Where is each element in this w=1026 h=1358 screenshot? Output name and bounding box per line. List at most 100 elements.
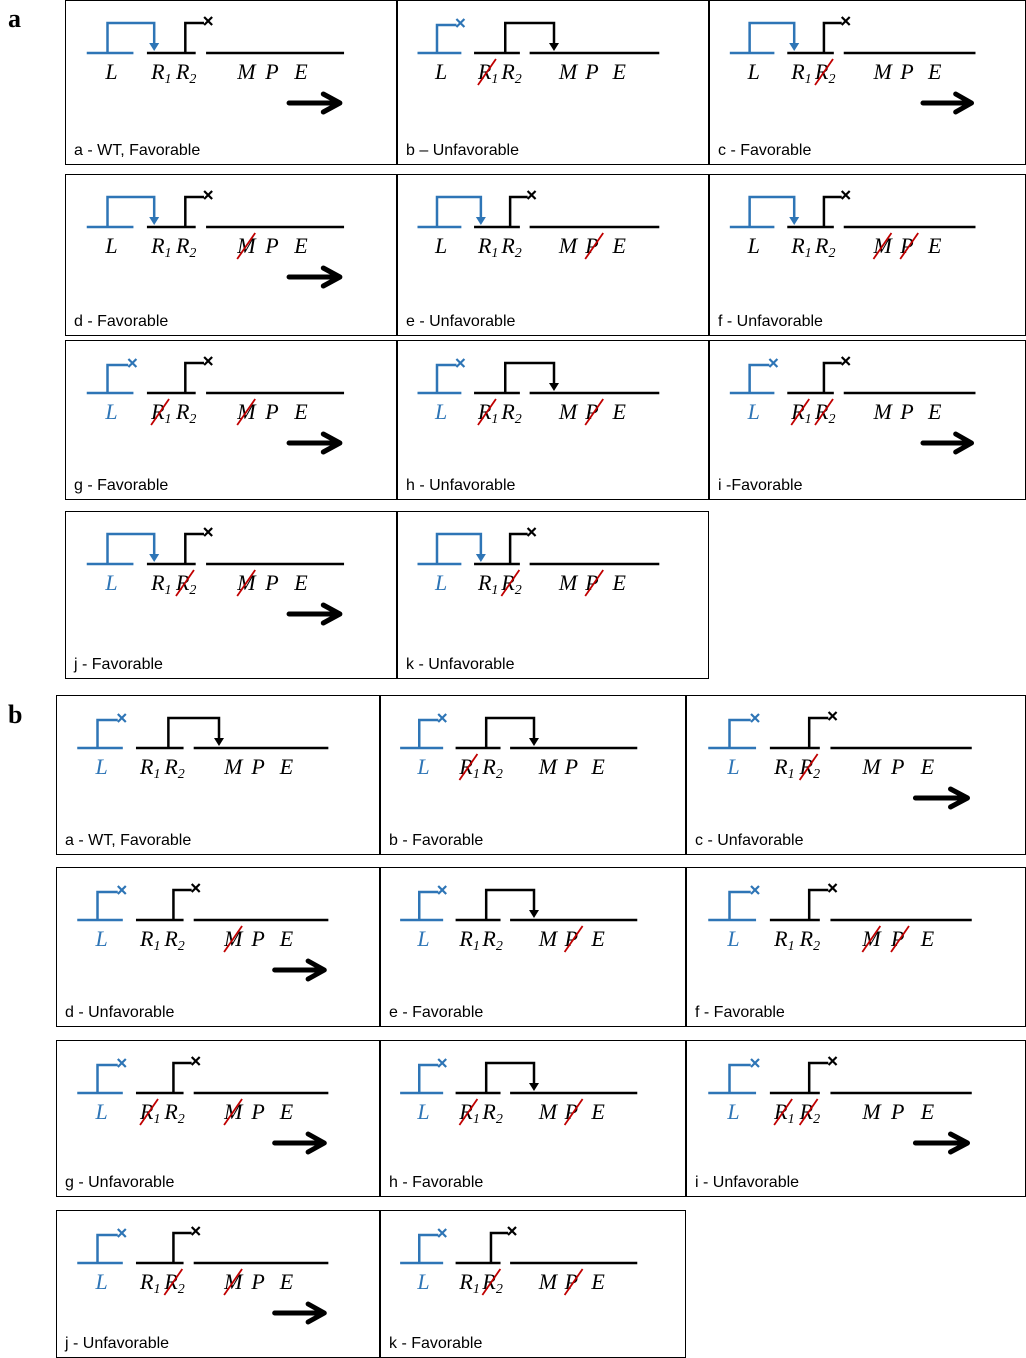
panel-a-8-l-promoter-blocked bbox=[748, 363, 770, 393]
panel-caption: e - Unfavorable bbox=[406, 313, 516, 330]
panel-b-9-gene-label-r1: R1 bbox=[139, 1269, 160, 1297]
panel-a-9-r2-promoter-blocked bbox=[184, 532, 204, 564]
panel-a-2-gene-label-m: M bbox=[872, 59, 893, 84]
panel-b-0-gene-label-l: L bbox=[94, 754, 107, 779]
panel-a-5-r2-block-icon bbox=[840, 190, 851, 200]
panel-a-2-l-arrowhead bbox=[789, 43, 800, 51]
panel-caption: c - Favorable bbox=[718, 142, 812, 159]
panel-a-0-l-promoter-arrow bbox=[106, 21, 156, 53]
panel-b-7-r2-arrowhead bbox=[529, 1083, 539, 1091]
panel-b-1-gene-label-l: L bbox=[416, 754, 429, 779]
panel-b-9-l-promoter-blocked bbox=[96, 1233, 118, 1263]
panel-a-9-gene-label-p: P bbox=[264, 570, 278, 595]
panel-a-6-deletion-mark-m bbox=[236, 398, 256, 426]
panel-b-8-deletion-mark-r1 bbox=[773, 1098, 793, 1126]
panel-b-2-r2-block-icon bbox=[827, 711, 838, 721]
panel-a-1-l-block-icon bbox=[455, 18, 466, 28]
panel-a-0-expression-arrow bbox=[286, 91, 343, 115]
panel-a-2-r2-block-icon bbox=[840, 16, 851, 26]
panel-a-5: LR1R2MPEf - Unfavorable bbox=[709, 174, 1026, 336]
panel-a-8-expression-arrow bbox=[920, 431, 975, 455]
panel-a-1-gene-label-m: M bbox=[558, 59, 579, 84]
panel-a-6: LR1R2MPEg - Favorable bbox=[65, 340, 397, 500]
panel-b-0-gene-label-m: M bbox=[223, 754, 244, 779]
panel-b-5-r2-block-icon bbox=[827, 883, 838, 893]
panel-b-6-expression-arrow bbox=[272, 1131, 327, 1155]
panel-a-4-deletion-mark-p bbox=[584, 232, 604, 260]
panel-a-1-l-promoter-blocked bbox=[435, 23, 457, 53]
panel-a-8-l-block-icon bbox=[768, 358, 779, 368]
panel-b-8-gene-label-l: L bbox=[726, 1099, 739, 1124]
panel-b-9-deletion-mark-m bbox=[223, 1268, 243, 1296]
panel-b-8-l-block-icon bbox=[750, 1058, 760, 1068]
panel-b-8-gene-label-e: E bbox=[920, 1099, 935, 1124]
panel-a-10-r2-promoter-blocked bbox=[508, 532, 528, 564]
panel-a-8-r2-promoter-blocked bbox=[822, 361, 842, 393]
panel-b-10-r2-promoter-blocked bbox=[489, 1231, 509, 1263]
panel-caption: e - Favorable bbox=[389, 1004, 484, 1021]
panel-b-10-gene-label-e: E bbox=[590, 1269, 605, 1294]
panel-b-6: LR1R2MPEg - Unfavorable bbox=[56, 1040, 380, 1197]
panel-b-9-r2-promoter-blocked bbox=[172, 1231, 192, 1263]
panel-caption: d - Unfavorable bbox=[65, 1004, 175, 1021]
panel-a-10-gene-label-r1: R1 bbox=[477, 570, 498, 598]
panel-b-4-gene-label-r2: R2 bbox=[481, 926, 502, 954]
panel-b-8-gene-label-m: M bbox=[861, 1099, 882, 1124]
panel-a-9: LR1R2MPEj - Favorable bbox=[65, 511, 397, 679]
panel-b-7-gene-label-l: L bbox=[416, 1099, 429, 1124]
panel-b-5-gene-label-r1: R1 bbox=[773, 926, 794, 954]
panel-b-4-l-promoter-blocked bbox=[418, 890, 439, 920]
panel-a-4-gene-label-e: E bbox=[612, 233, 627, 258]
panel-b-5-gene-label-p: P bbox=[890, 926, 904, 951]
panel-a-4-gene-label-r1: R1 bbox=[477, 233, 498, 261]
panel-caption: f - Favorable bbox=[695, 1004, 785, 1021]
panel-b-5-r2-promoter-blocked bbox=[807, 888, 829, 920]
panel-a-1-gene-label-e: E bbox=[612, 59, 627, 84]
panel-a-6-l-block-icon bbox=[127, 358, 138, 368]
panel-a-0-l-arrowhead bbox=[149, 43, 160, 51]
panel-a-7-gene-label-e: E bbox=[612, 399, 627, 424]
panel-a-6-r2-promoter-blocked bbox=[184, 361, 204, 393]
panel-b-1-r2-promoter-arrow bbox=[484, 716, 536, 748]
panel-b-10-gene-label-r1: R1 bbox=[458, 1269, 479, 1297]
panel-b-9: LR1R2MPEj - Unfavorable bbox=[56, 1210, 380, 1358]
panel-a-6-r2-block-icon bbox=[203, 356, 213, 366]
panel-a-3-gene-label-l: L bbox=[104, 233, 117, 258]
panel-b-4-gene-label-m: M bbox=[538, 926, 559, 951]
panel-b-5-l-promoter-blocked bbox=[728, 890, 751, 920]
panel-a-8-gene-label-p: P bbox=[899, 399, 913, 424]
panel-a-4-gene-label-l: L bbox=[434, 233, 447, 258]
panel-caption: b – Unfavorable bbox=[406, 142, 519, 159]
panel-b-2-gene-label-r1: R1 bbox=[773, 754, 794, 782]
panel-a-8-gene-label-l: L bbox=[747, 399, 760, 424]
panel-a-9-deletion-mark-m bbox=[236, 569, 256, 597]
panel-b-10-gene-label-p: P bbox=[564, 1269, 578, 1294]
panel-a-7-gene-label-l: L bbox=[434, 399, 447, 424]
panel-a-7-l-promoter-blocked bbox=[435, 363, 457, 393]
panel-a-0-gene-label-e: E bbox=[293, 59, 308, 84]
panel-a-5-gene-label-r1: R1 bbox=[790, 233, 811, 261]
panel-a-5-deletion-mark-m bbox=[872, 232, 893, 260]
panel-b-1-r2-arrowhead bbox=[529, 738, 539, 746]
panel-a-2-gene-label-e: E bbox=[927, 59, 942, 84]
panel-b-7-gene-label-e: E bbox=[590, 1099, 605, 1124]
panel-b-6-deletion-mark-r1 bbox=[139, 1098, 159, 1126]
panel-b-10-r2-block-icon bbox=[507, 1226, 517, 1236]
panel-a-5-gene-label-l: L bbox=[747, 233, 760, 258]
panel-a-6-expression-arrow bbox=[286, 431, 343, 455]
panel-caption: c - Unfavorable bbox=[695, 832, 804, 849]
panel-a-9-l-arrowhead bbox=[149, 554, 160, 562]
panel-a-7-r2-arrowhead bbox=[549, 383, 559, 391]
panel-a-10-l-arrowhead bbox=[475, 554, 486, 562]
panel-b-6-gene-label-p: P bbox=[250, 1099, 264, 1124]
panel-a-5-gene-label-p: P bbox=[899, 233, 913, 258]
